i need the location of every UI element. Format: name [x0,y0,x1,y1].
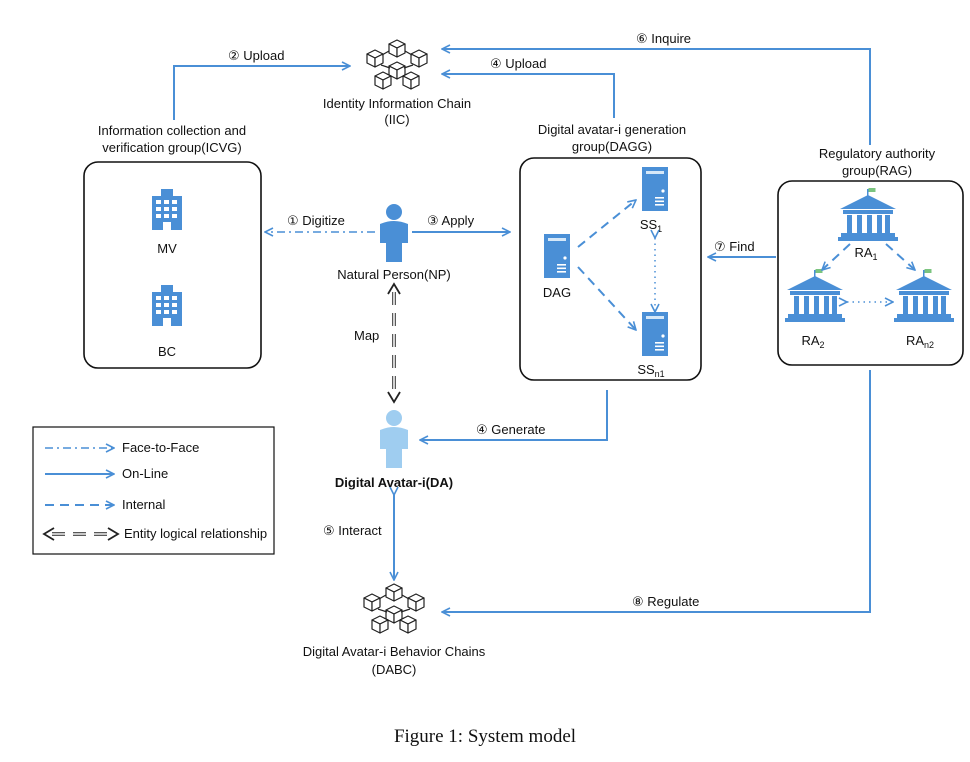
np-name: Natural Person(NP) [337,267,450,282]
legend-entity-line [42,527,120,541]
iic-name: Identity Information Chain [323,96,471,111]
dabc-abbr: (DABC) [372,662,417,677]
rag-title-line2: group(RAG) [842,163,912,178]
dagg-title-line2: group(DAGG) [572,139,652,154]
edge-ra1-ran2 [885,243,915,270]
dagg-box [519,157,702,381]
icvg-title-line1: Information collection and [98,123,246,138]
edge-upload4 [442,74,615,118]
da-name: Digital Avatar-i(DA) [335,475,453,490]
edge-generate [420,390,608,440]
edge-apply-label: ③ Apply [427,213,475,228]
legend-entity-label: Entity logical relationship [124,526,267,541]
dabc-chain-icon [363,583,425,634]
edge-generate-label: ④ Generate [476,422,545,437]
legend-internal-label: Internal [122,497,165,512]
ss1-label: SS1 [640,217,662,234]
edge-inquire [442,49,871,145]
edge-dag-ss1 [577,200,636,248]
edge-upload2-label: ② Upload [228,48,284,63]
dabc-name: Digital Avatar-i Behavior Chains [303,644,486,659]
icvg-box [83,161,262,369]
ss1-server-icon [642,167,668,211]
ran2-bank-icon [894,269,954,322]
edge-dag-ssn1 [577,266,636,330]
bc-label: BC [158,344,176,359]
mv-building-icon [152,189,182,230]
edge-interact-label: ⑤ Interact [323,523,382,538]
ran2-label: RAn2 [906,333,934,350]
edge-map [387,282,401,404]
natural-person-icon [380,204,408,262]
iic-chain-icon [366,39,428,90]
ra2-bank-icon [785,269,845,322]
ra1-bank-icon [838,188,898,241]
legend: Face-to-Face On-Line Internal Entity log… [32,426,275,555]
edge-regulate [442,370,871,612]
edge-map-label: Map [354,328,379,343]
rag-title-line1: Regulatory authority [819,146,936,161]
edge-ra1-ra2 [822,243,851,270]
edge-inquire-label: ⑥ Inquire [636,31,691,46]
ssn1-server-icon [642,312,668,356]
bc-building-icon [152,285,182,326]
legend-face-to-face-label: Face-to-Face [122,440,199,455]
dag-label: DAG [543,285,571,300]
edge-find-label: ⑦ Find [714,239,755,254]
edge-digitize-label: ① Digitize [287,213,345,228]
legend-box [32,426,275,555]
legend-online-label: On-Line [122,466,168,481]
dag-server-icon [544,234,570,278]
ssn1-label: SSn1 [637,362,664,379]
edge-upload4-label: ④ Upload [490,56,546,71]
digital-avatar-icon [380,410,408,468]
edge-upload2 [173,66,350,120]
ra1-label: RA1 [854,245,877,262]
dagg-title-line1: Digital avatar-i generation [538,122,686,137]
mv-label: MV [157,241,177,256]
edge-regulate-label: ⑧ Regulate [632,594,699,609]
iic-abbr: (IIC) [384,112,409,127]
rag-box [777,180,964,366]
ra2-label: RA2 [801,333,824,350]
figure-caption: Figure 1: System model [394,726,576,747]
icvg-title-line2: verification group(ICVG) [102,140,241,155]
